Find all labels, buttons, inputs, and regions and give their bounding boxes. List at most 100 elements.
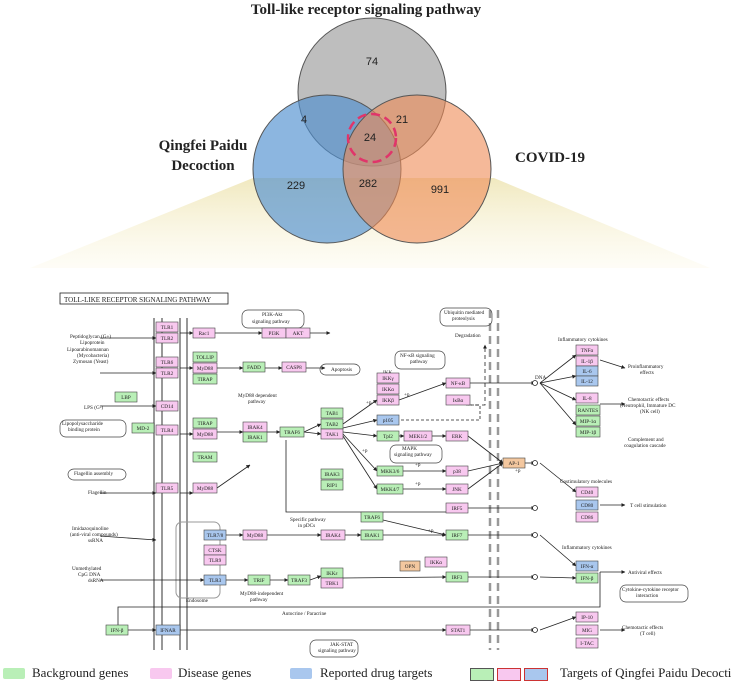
svg-text:PI3K: PI3K	[269, 331, 280, 337]
pathway-label-chemo3: (NK cell)	[640, 408, 660, 415]
gene-tlr2a: TLR2	[155, 332, 179, 344]
gene-irak1: IRAK1	[242, 431, 268, 443]
gene-traf3: TRAF3	[287, 574, 311, 586]
gene-tlr3: TLR3	[203, 574, 227, 586]
legend-label-disease: Disease genes	[178, 665, 252, 680]
gene-il12: IL-12	[575, 375, 599, 387]
svg-text:TLR1: TLR1	[161, 325, 174, 331]
venn-diagram	[252, 17, 492, 244]
svg-text:IKKα: IKKα	[430, 560, 442, 566]
gene-tab1: TAB1	[320, 407, 344, 419]
pathway-label-ubq2: proteolysis	[452, 316, 475, 322]
pathway-label-cpg: CpG DNA	[78, 572, 101, 578]
gene-irf7: IRF7	[445, 529, 469, 541]
gene-trif: TRIF	[247, 574, 271, 586]
pathway-label-plus_p: +p	[415, 481, 421, 487]
svg-text:IRAK3: IRAK3	[324, 472, 340, 478]
svg-text:IL-12: IL-12	[581, 379, 593, 385]
svg-text:STAT1: STAT1	[451, 628, 466, 634]
pathway-label-auto: Autocrine / Paracrine	[282, 611, 327, 617]
gene-mip1b: MIP-1β	[575, 426, 601, 438]
legend-swatch-background	[3, 668, 25, 679]
svg-text:TIRAP: TIRAP	[198, 421, 213, 427]
gene-cd86: CD86	[575, 511, 599, 523]
gene-lbp: LBP	[114, 391, 138, 403]
svg-text:IRF5: IRF5	[452, 506, 463, 512]
gene-mkk47: MKK4/7	[376, 483, 404, 495]
gene-myd88c: MyD88	[192, 482, 218, 494]
svg-text:IL-6: IL-6	[582, 369, 592, 375]
legend-label-drug: Reported drug targets	[320, 665, 433, 680]
figure-canvas: Toll-like receptor signaling pathway Qin…	[30, 2, 710, 658]
svg-text:IFNAR: IFNAR	[160, 628, 176, 634]
gene-rac1: Rac1	[192, 327, 216, 339]
svg-text:MIP-1β: MIP-1β	[580, 430, 597, 436]
gene-erk: ERK	[445, 430, 469, 442]
gene-mek12: MEK1/2	[403, 430, 433, 442]
gene-myd88a: MyD88	[192, 362, 218, 374]
svg-text:CD80: CD80	[581, 503, 594, 509]
svg-text:TRAF3: TRAF3	[291, 578, 307, 584]
pathway-label-myd_dep: MyD88 dependent	[238, 393, 277, 399]
svg-text:IRAK1: IRAK1	[364, 533, 380, 539]
pathway-label-specific2: in pDCs	[298, 523, 315, 529]
venn-circle-right	[342, 94, 492, 244]
pathway-label-plus_p: +p	[366, 400, 372, 406]
svg-text:TRAF6: TRAF6	[364, 515, 380, 521]
pathway-label-plus_p: +p	[362, 448, 368, 454]
pathway-label-unmeth: Unmethylated	[72, 566, 102, 572]
svg-text:MIP-1α: MIP-1α	[580, 419, 597, 425]
pathway-label-myd_dep2: pathway	[248, 399, 266, 405]
svg-text:RANTES: RANTES	[578, 408, 598, 414]
svg-text:NF-κB: NF-κB	[451, 381, 466, 387]
svg-text:TBK1: TBK1	[326, 581, 339, 587]
gene-traf6b: TRAF6	[360, 511, 384, 523]
svg-text:ERK: ERK	[452, 434, 463, 440]
gene-tlr5: TLR5	[155, 482, 179, 494]
venn-count-left-right: 282	[359, 178, 377, 190]
svg-text:TRAM: TRAM	[198, 455, 213, 461]
gene-il8: IL-8	[575, 392, 599, 404]
venn-count-right: 991	[431, 184, 449, 196]
venn-count-top-right: 21	[396, 114, 408, 126]
svg-text:IFN-β: IFN-β	[111, 628, 124, 634]
svg-text:MD-2: MD-2	[137, 426, 150, 432]
svg-text:IRAK4: IRAK4	[247, 425, 263, 431]
svg-text:IκBα: IκBα	[453, 398, 464, 404]
svg-text:TLR2: TLR2	[161, 371, 174, 377]
gene-traf6a: TRAF6	[279, 426, 305, 438]
gene-ip10: IP-10	[575, 611, 599, 623]
pathway-label-chemo_t2: (T cell)	[640, 630, 656, 637]
gene-tram: TRAM	[192, 451, 218, 463]
venn-label-left-line2: Decoction	[171, 158, 235, 174]
svg-text:RIP1: RIP1	[327, 483, 338, 489]
gene-tlr2b: TLR2	[155, 367, 179, 379]
pathway-label-pi3k_path2: signaling pathway	[252, 319, 290, 325]
gene-tirap1: TIRAP	[192, 373, 218, 385]
gene-mip1a: MIP-1α	[575, 415, 601, 427]
svg-text:TLR2: TLR2	[161, 336, 174, 342]
pathway-label-dsrna: dsRNA	[88, 578, 104, 584]
svg-text:TLR4: TLR4	[161, 428, 174, 434]
svg-text:TRAF6: TRAF6	[284, 430, 300, 436]
gene-myd88d: MyD88	[242, 529, 268, 541]
pathway-label-lipo_bind2: binding protein	[68, 427, 100, 433]
pathway-label-myd_indep: MyD88-independent	[240, 591, 284, 597]
legend: Background genes Disease genes Reported …	[0, 660, 731, 685]
venn-count-left: 229	[287, 180, 305, 192]
svg-text:CTSK: CTSK	[208, 548, 222, 554]
pathway-label-pi3k_path: PI3K-Akt	[262, 312, 283, 318]
pathway-label-infl2: Inflammatory cytokines	[562, 544, 612, 551]
svg-text:Tpl2: Tpl2	[383, 434, 393, 440]
svg-text:IKKε: IKKε	[326, 571, 338, 577]
pathway-label-chemo: Chemotactic effects	[628, 396, 669, 403]
gene-tlr9: TLR9	[203, 554, 227, 566]
gene-tnfa: TNFα	[575, 344, 599, 356]
svg-text:IFN-β: IFN-β	[581, 576, 594, 582]
svg-text:TAB2: TAB2	[326, 422, 339, 428]
gene-tlr78: TLR7/8	[203, 529, 227, 541]
pathway-label-chemo2: (Neutrophil, Immature DC	[620, 402, 676, 409]
pathway-label-lps: LPS (G-)	[84, 404, 103, 411]
svg-text:MIG: MIG	[582, 628, 592, 634]
svg-text:JNK: JNK	[452, 487, 462, 493]
